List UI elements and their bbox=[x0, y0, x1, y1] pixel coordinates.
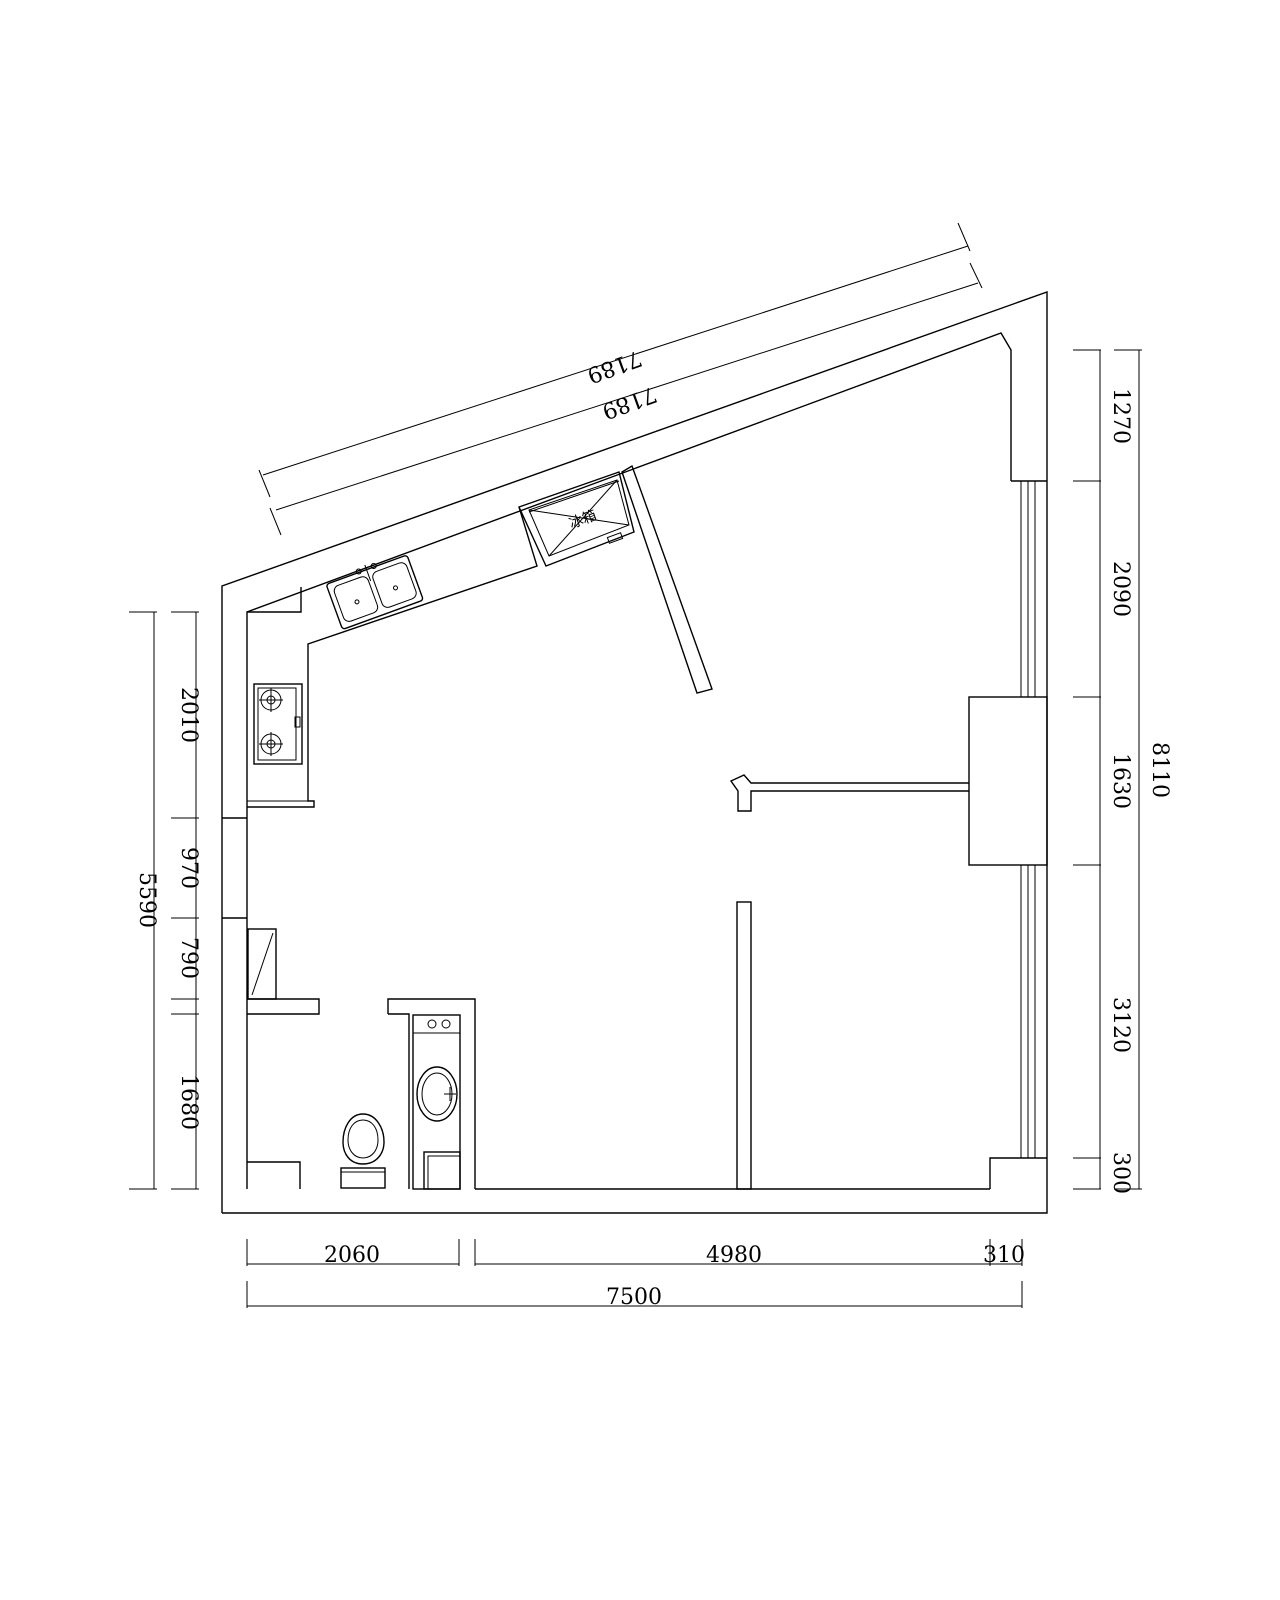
vanity-counter bbox=[412, 1014, 461, 1190]
wash-basin bbox=[416, 1066, 458, 1122]
sink bbox=[326, 555, 424, 630]
kitchen-counter bbox=[247, 587, 302, 613]
toilet bbox=[340, 1113, 386, 1189]
dim-bottom-total-label: 7500 bbox=[606, 1285, 662, 1310]
dim-bottom-1-label: 2060 bbox=[324, 1243, 380, 1268]
fridge-handle bbox=[606, 532, 624, 544]
fridge-diag-1 bbox=[528, 509, 630, 526]
fridge-cross-1 bbox=[528, 480, 620, 513]
partition-diagonal bbox=[621, 464, 713, 694]
dim-top-inner-label: 7189 bbox=[599, 381, 660, 424]
bath-wall-right bbox=[387, 998, 476, 1189]
dim-top-inner-tick-1 bbox=[269, 507, 282, 536]
dim-left: 5590 2010 970 790 1680 bbox=[129, 611, 201, 1190]
dim-left-1-label: 2010 bbox=[176, 687, 201, 743]
dim-right-2-label: 2090 bbox=[1108, 561, 1133, 617]
dim-top-inner-tick-2 bbox=[969, 262, 983, 289]
right-windows bbox=[968, 481, 1048, 1158]
fridge-diag-2 bbox=[548, 479, 618, 557]
shower-tray bbox=[423, 1151, 461, 1190]
dim-left-3-label: 790 bbox=[176, 937, 201, 979]
bath-corner-left bbox=[247, 1161, 301, 1189]
dim-bottom-3-label: 310 bbox=[983, 1243, 1025, 1268]
bath-wall-left bbox=[247, 998, 320, 1015]
partition-horizontal bbox=[729, 774, 969, 812]
bath-cabinet bbox=[247, 928, 277, 1000]
bathroom bbox=[247, 928, 476, 1190]
dim-top-outer-label: 7189 bbox=[584, 345, 645, 388]
vanity-knob-1 bbox=[427, 1019, 437, 1029]
stove bbox=[253, 683, 303, 765]
kitchen: 冰箱 bbox=[247, 471, 635, 808]
fridge-label: 冰箱 bbox=[567, 508, 599, 533]
dim-right-1-label: 1270 bbox=[1108, 388, 1133, 444]
dim-right-total-label: 8110 bbox=[1147, 742, 1172, 798]
shower-tray-inner bbox=[427, 1155, 460, 1189]
dim-top-inner-line bbox=[275, 282, 979, 511]
inner-wall-corner-br bbox=[989, 1157, 1021, 1189]
dim-left-4-label: 1680 bbox=[176, 1074, 201, 1130]
vanity-knob-2 bbox=[441, 1019, 451, 1029]
dim-right: 1270 2090 1630 3120 300 8110 bbox=[1073, 349, 1172, 1194]
outer-wall bbox=[221, 291, 1048, 1214]
dim-bottom: 2060 4980 310 7500 bbox=[246, 1239, 1025, 1310]
dim-top-outer-tick-1 bbox=[258, 469, 271, 498]
wall-column-right bbox=[968, 696, 1048, 866]
bath-wall-right-inner bbox=[388, 1013, 410, 1189]
dim-right-5-label: 300 bbox=[1108, 1152, 1133, 1194]
dim-right-4-label: 3120 bbox=[1108, 997, 1133, 1053]
dim-top: 7189 7189 bbox=[258, 222, 983, 536]
dim-top-outer-line bbox=[262, 245, 969, 476]
dim-left-2-label: 970 bbox=[176, 847, 201, 889]
dim-left-total-label: 5590 bbox=[134, 872, 159, 928]
kitchen-counter-outline bbox=[247, 506, 538, 808]
walls bbox=[221, 291, 1048, 1214]
fridge bbox=[518, 471, 635, 567]
dim-right-3-label: 1630 bbox=[1108, 753, 1133, 809]
bath-cabinet-diag bbox=[251, 932, 274, 996]
inner-wall bbox=[246, 332, 1012, 1189]
vanity-top bbox=[412, 1014, 461, 1034]
partition-vertical bbox=[736, 901, 752, 1190]
dim-top-outer-tick-2 bbox=[957, 222, 971, 252]
partitions bbox=[621, 464, 969, 1190]
dim-bottom-2-label: 4980 bbox=[706, 1243, 762, 1268]
